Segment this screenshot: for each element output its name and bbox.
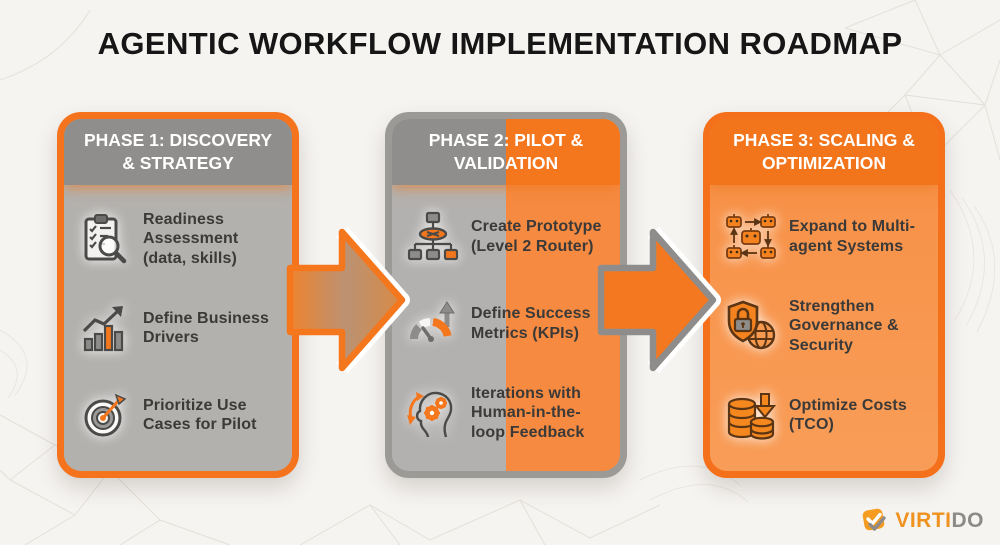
- shield-lock-globe-icon: [724, 299, 778, 353]
- item-label: Expand to Multi-agent Systems: [789, 218, 916, 255]
- phase-2-item-prototype: Create Prototype (Level 2 Router): [406, 210, 608, 264]
- item-label: Strengthen Governance & Security: [789, 297, 899, 354]
- growth-chart-icon: [78, 301, 132, 355]
- phase-1-item-business-drivers: Define Business Drivers: [78, 301, 280, 355]
- item-label: Define Business Drivers: [143, 309, 269, 347]
- phase-1-item-use-cases: Prioritize Use Cases for Pilot: [78, 388, 280, 442]
- logo-text-secondary: DO: [951, 509, 984, 532]
- phase-3-header: PHASE 3: SCALING & OPTIMIZATION: [710, 119, 938, 185]
- item-label: Define Success Metrics (KPIs): [471, 305, 591, 342]
- phase-2-item-feedback: Iterations with Human-in-the-loop Feedba…: [406, 384, 608, 443]
- checkmark-diamond-icon: [863, 508, 887, 531]
- phase-3-item-governance: Strengthen Governance & Security: [724, 297, 926, 356]
- phase-2-header: PHASE 2: PILOT & VALIDATION: [392, 119, 620, 185]
- phase-3-item-costs: Optimize Costs (TCO): [724, 388, 926, 442]
- clipboard-magnifier-icon: [78, 212, 132, 266]
- logo-text-primary: VIRTI: [895, 509, 952, 532]
- item-label: Prioritize Use Cases for Pilot: [143, 396, 257, 434]
- coins-down-arrow-icon: [724, 388, 778, 442]
- phase-1-item-readiness: Readiness Assessment (data, skills): [78, 210, 280, 269]
- item-label: Create Prototype (Level 2 Router): [471, 218, 602, 255]
- phase-3-card: PHASE 3: SCALING & OPTIMIZATION: [703, 112, 945, 478]
- phase-2-item-metrics: Define Success Metrics (KPIs): [406, 297, 608, 351]
- router-network-icon: [406, 210, 460, 264]
- phase-1-header: PHASE 1: DISCOVERY & STRATEGY: [64, 119, 292, 185]
- item-label: Iterations with Human-in-the-loop Feedba…: [471, 384, 585, 441]
- logo-text: VIRTIDO: [895, 509, 984, 533]
- item-label: Readiness Assessment (data, skills): [143, 210, 239, 267]
- gauge-icon: [406, 297, 460, 351]
- virtido-logo: VIRTIDO: [860, 506, 984, 536]
- phase-3-item-multi-agent: Expand to Multi-agent Systems: [724, 210, 926, 264]
- item-label: Optimize Costs (TCO): [789, 396, 907, 434]
- phase-2-card: PHASE 2: PILOT & VALIDATION Create Proto…: [385, 112, 627, 478]
- phase-3-body: Expand to Multi-agent Systems Strengthen…: [710, 185, 938, 471]
- target-dart-icon: [78, 388, 132, 442]
- multi-agent-robots-icon: [724, 210, 778, 264]
- phase-2-body: Create Prototype (Level 2 Router) Define…: [392, 185, 620, 471]
- phase-1-body: Readiness Assessment (data, skills) Defi…: [64, 185, 292, 471]
- head-gears-icon: [406, 386, 460, 440]
- page-title: AGENTIC WORKFLOW IMPLEMENTATION ROADMAP: [97, 26, 903, 61]
- phase-1-card: PHASE 1: DISCOVERY & STRATEGY Readiness …: [57, 112, 299, 478]
